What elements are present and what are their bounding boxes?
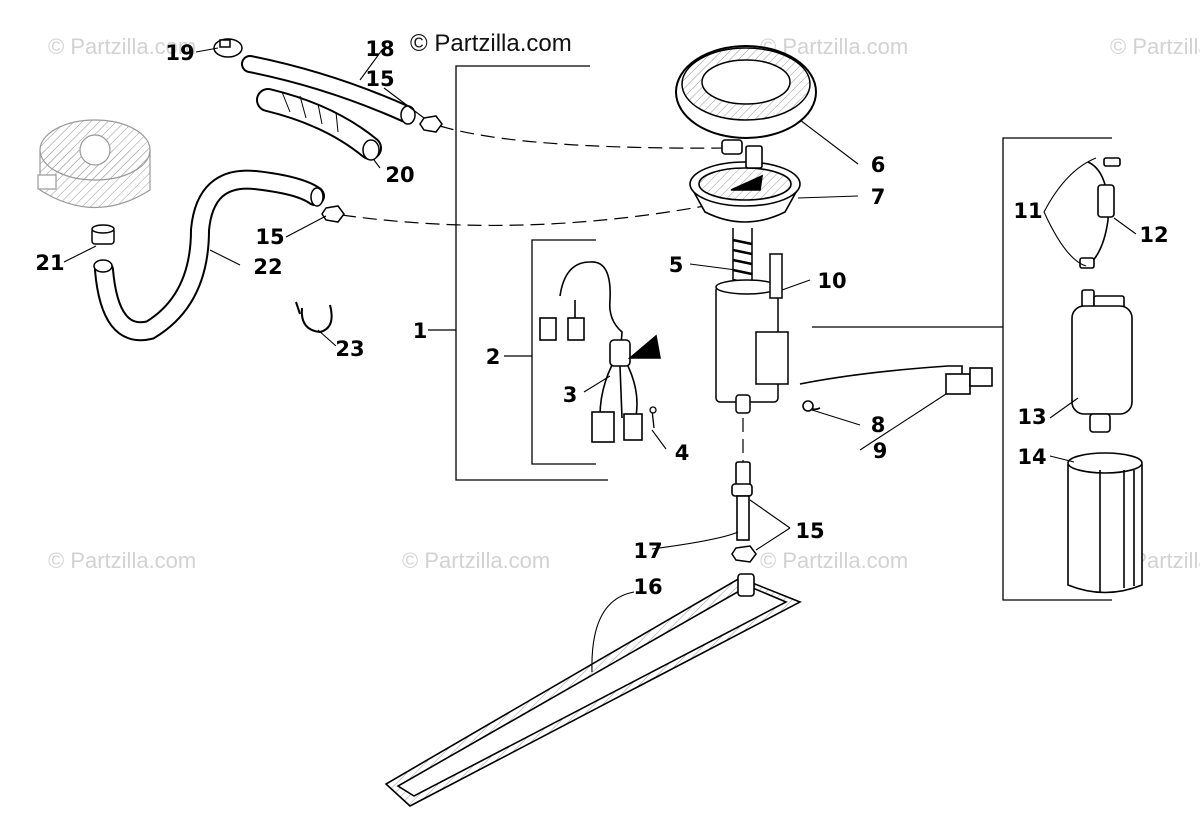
- sleeve-part-14: [1067, 452, 1143, 594]
- fitting-part-21: [91, 224, 115, 245]
- flange-part-7: [689, 139, 801, 223]
- part-label: 6: [871, 153, 886, 177]
- clip-part-23: [295, 301, 333, 334]
- part-label: 10: [817, 269, 846, 293]
- tube-part-17: [731, 461, 753, 541]
- part-label: 13: [1017, 405, 1046, 429]
- part-label: 1: [413, 319, 428, 343]
- nut-part-15: [321, 115, 757, 563]
- part-label: 9: [873, 439, 888, 463]
- pump-part-13: [1071, 157, 1133, 433]
- part-label: 15: [795, 519, 824, 543]
- bracket-group-2: [531, 239, 596, 465]
- part-label: 16: [633, 575, 662, 599]
- screw-part-4: [649, 406, 657, 429]
- brand-logo-text: © Partzilla.com: [410, 30, 572, 57]
- part-label: 5: [669, 253, 684, 277]
- sender-part-10: [799, 365, 993, 412]
- leader-lines: [63, 47, 1137, 673]
- strainer-part-16: [384, 573, 802, 807]
- part-label: 3: [563, 383, 578, 407]
- clamp-part-19: [213, 38, 243, 58]
- part-label: 23: [335, 337, 364, 361]
- hose-part-22: [93, 169, 325, 342]
- group-brackets: [428, 65, 1112, 601]
- harness-part-2: [539, 261, 661, 443]
- part-label: 18: [365, 37, 394, 61]
- part-label: 20: [385, 163, 414, 187]
- part-label: 14: [1017, 445, 1046, 469]
- hose-part-20: [256, 88, 382, 161]
- lock-ring-part-6: [675, 45, 817, 139]
- watermark: © Partzilla.com: [760, 548, 909, 573]
- pump-assembly-part-5: [715, 228, 789, 414]
- part-label: 8: [871, 413, 886, 437]
- part-label: 15: [255, 225, 284, 249]
- bracket-group-1: [455, 65, 608, 481]
- watermark: © Partzilla.com: [402, 548, 551, 573]
- watermark: © Partzilla.com: [48, 34, 197, 59]
- watermark: © Partzilla.com: [1110, 34, 1200, 59]
- part-label: 19: [165, 41, 194, 65]
- part-labels: 19 18 15 20 15 21 22 23 1 2 3 4 5 6 7 10…: [35, 37, 1168, 599]
- part-label: 7: [871, 185, 886, 209]
- part-label: 12: [1139, 223, 1168, 247]
- canister-assembly: [37, 119, 151, 209]
- part-label: 17: [633, 539, 662, 563]
- watermark: © Partzilla.com: [48, 548, 197, 573]
- part-label: 15: [365, 67, 394, 91]
- part-label: 22: [253, 255, 282, 279]
- part-label: 2: [486, 345, 501, 369]
- part-label: 21: [35, 251, 64, 275]
- hose-part-18: [241, 55, 416, 125]
- part-label: 4: [675, 441, 690, 465]
- part-label: 11: [1013, 199, 1042, 223]
- bracket-pump-group: [1002, 137, 1112, 601]
